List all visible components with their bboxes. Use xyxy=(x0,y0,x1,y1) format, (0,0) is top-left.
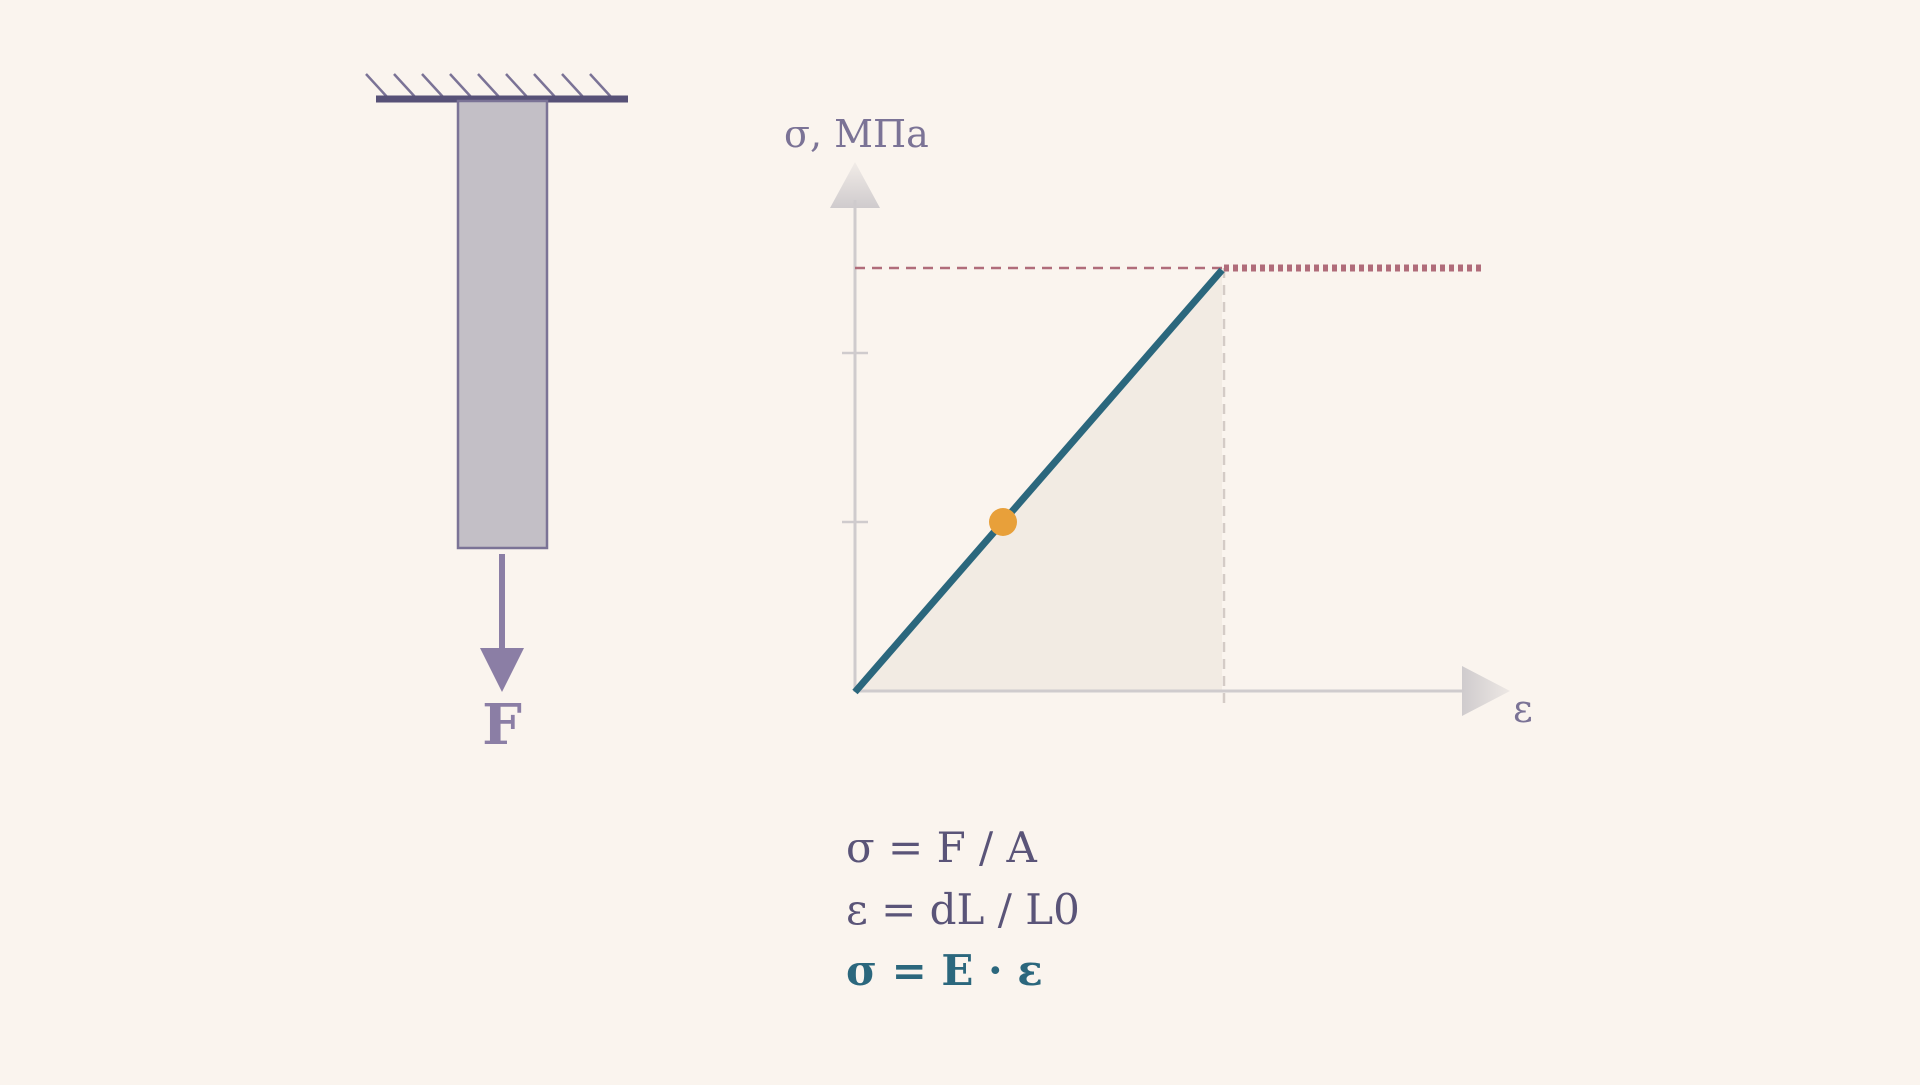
formula-stress: σ = F / A xyxy=(846,823,1038,872)
force-label: F xyxy=(482,692,522,758)
bar-specimen xyxy=(456,99,549,550)
x-axis-label: ε xyxy=(1513,687,1533,731)
x-axis-arrow-icon xyxy=(1462,666,1510,716)
formula-strain: ε = dL / L0 xyxy=(846,885,1080,934)
y-axis-arrow-icon xyxy=(830,162,880,208)
formula-block: σ = F / A ε = dL / L0 σ = E · ε xyxy=(846,823,1080,995)
arrow-down-icon xyxy=(480,554,524,692)
y-axis-label: σ, МПа xyxy=(784,112,929,156)
point-marker-icon xyxy=(989,508,1017,536)
fixed-support-hatch-icon xyxy=(365,73,628,103)
stress-strain-graph: σ, МПа ε xyxy=(784,112,1533,731)
elastic-line xyxy=(852,267,1225,695)
formula-hooke-law: σ = E · ε xyxy=(846,946,1043,995)
